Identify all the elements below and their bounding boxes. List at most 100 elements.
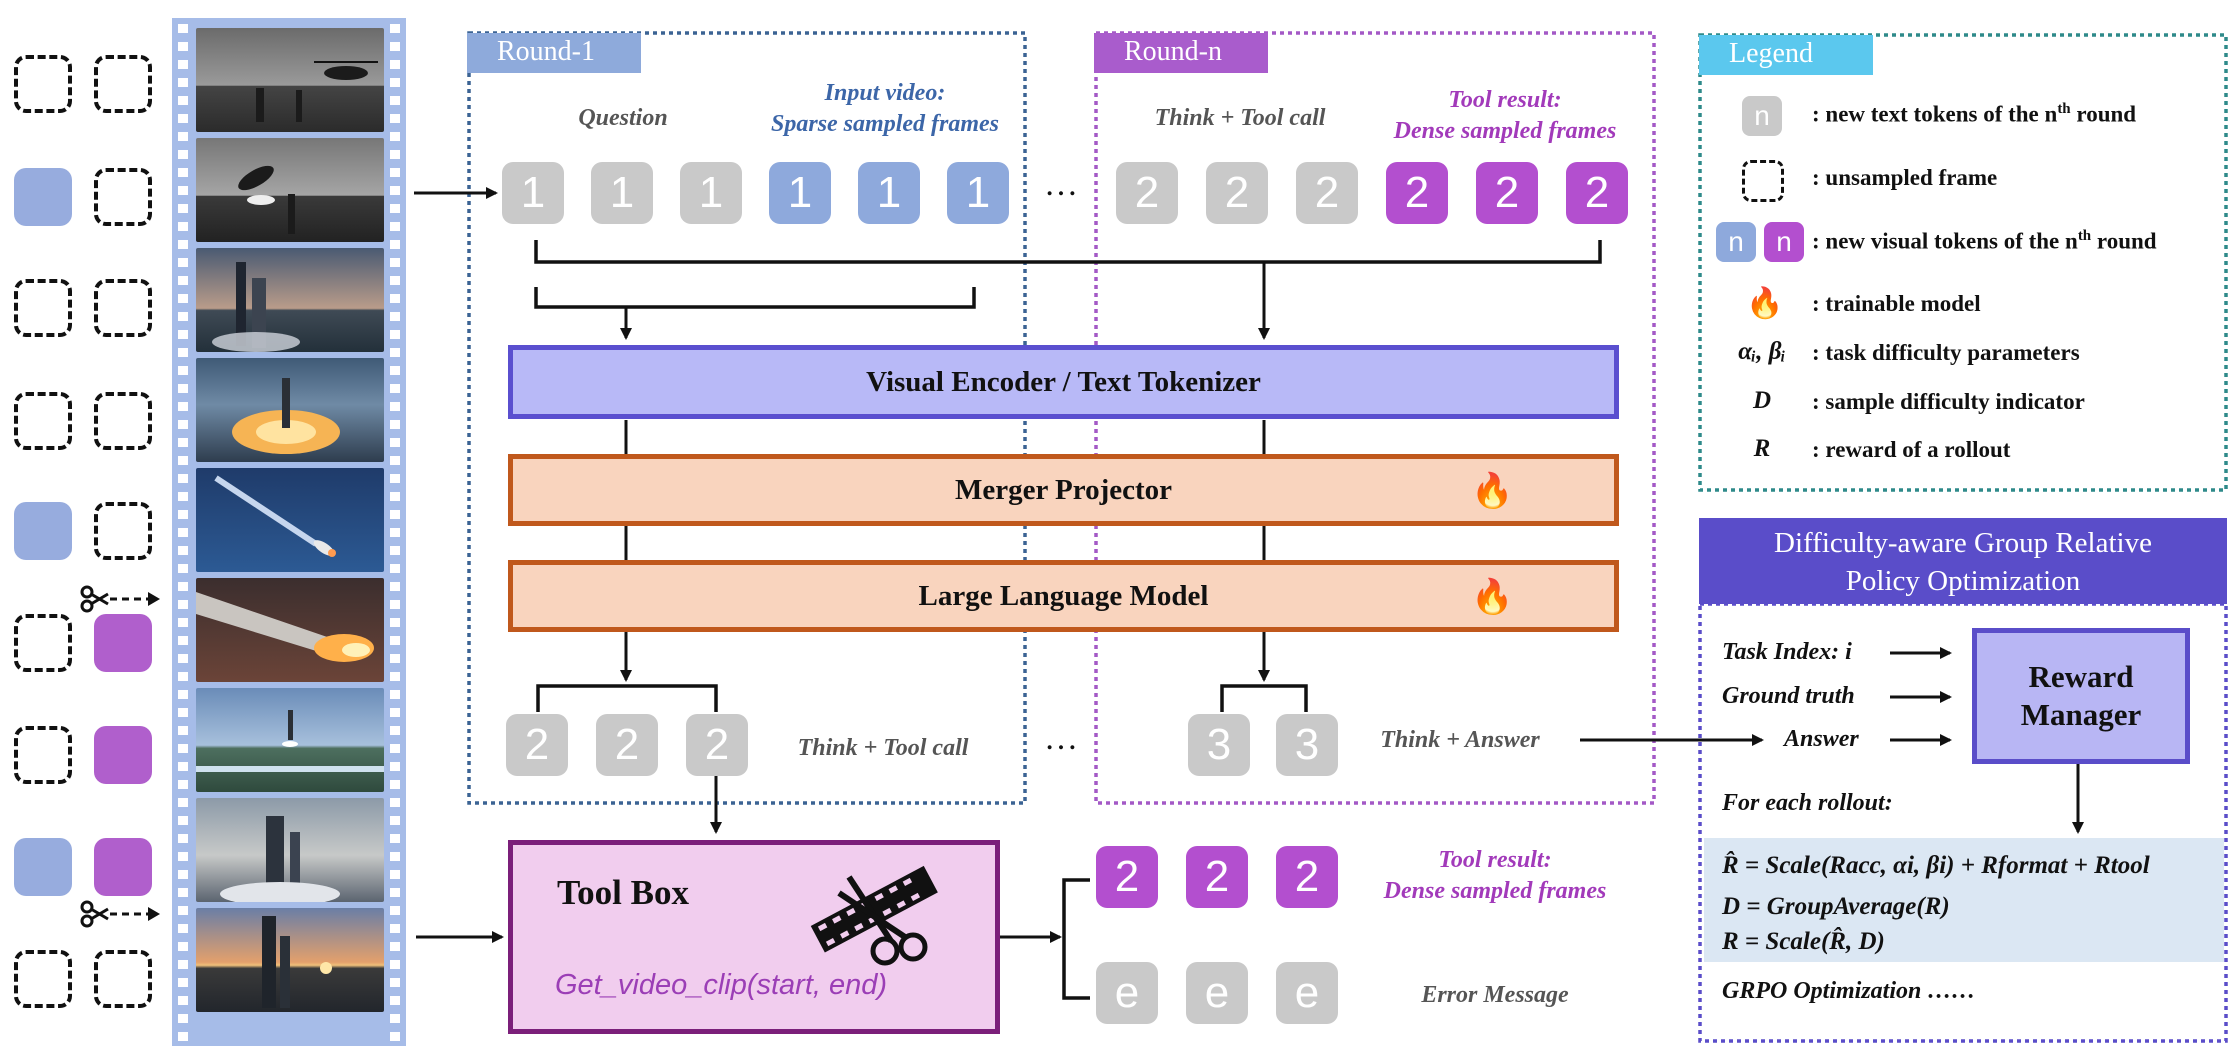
task-index-label: Task Index: i [1722,639,1852,665]
legend-row-text-tokens: : new text tokens of the nth round [1812,101,2136,128]
legend-text-token: n [1742,96,1782,136]
unsampled-frame-slot [14,55,72,113]
round-n-output-label: Think + Answer [1380,727,1540,753]
legend-row-tail: round [2091,228,2157,254]
legend-row-text: : new text tokens of the n [1812,101,2058,127]
text-token: 2 [1296,162,1358,224]
legend-row-trainable: : trainable model [1812,291,1981,316]
legend-row-unsampled: : unsampled frame [1812,165,1998,190]
legend-fire-icon: 🔥 [1746,287,1784,320]
tool-result-label-2-line2: Dense sampled frames [1383,878,1607,904]
text-token: 2 [686,714,748,776]
video-frame-3 [196,248,384,352]
round-n-tab: Round-n [1094,33,1268,73]
tool-result-label-2: Tool result: Dense sampled frames [1360,845,1630,907]
text-token: 3 [1188,714,1250,776]
text-token: 2 [506,714,568,776]
visual-token: 2 [1476,162,1538,224]
error-token: e [1276,962,1338,1024]
reward-manager-box: Reward Manager [1972,628,2190,764]
merger-projector-label: Merger Projector [954,473,1173,506]
llm-bar: Large Language Model 🔥 [508,560,1619,632]
unsampled-frame-slot [14,279,72,337]
ellipsis: … [1044,166,1078,203]
unsampled-frame-slot [94,55,152,113]
legend-row-tail: round [2070,101,2137,127]
unsampled-frame-slot [14,614,72,672]
visual-token: 1 [769,162,831,224]
sampled-frame-slot [14,838,72,896]
unsampled-frame-slot [94,502,152,560]
sampled-frame-slot [14,502,72,560]
unsampled-frame-slot [94,279,152,337]
question-label: Question [578,105,668,131]
grpo-optimization-label: GRPO Optimization …… [1722,978,1976,1004]
video-film-strip [172,18,406,1046]
merger-projector-bar: Merger Projector 🔥 [508,454,1619,526]
get-video-clip-function: Get_video_clip(start, end) [555,969,888,1001]
tool-result-label: Tool result: Dense sampled frames [1370,85,1640,147]
legend-params-symbol: αᵢ, βᵢ [1738,338,1786,365]
legend-visual-token-blue: n [1716,222,1756,262]
video-frame-8 [196,798,384,902]
reward-formula: R̂ = Scale(Racc, αi, βi) + Rformat + Rto… [1722,852,2150,879]
legend-row-text: : new visual tokens of the n [1812,228,2078,254]
visual-token: 2 [1386,162,1448,224]
input-video-label: Input video: Sparse sampled frames [740,78,1030,140]
video-frame-9 [196,908,384,1012]
legend-row-sup: th [2077,228,2092,244]
text-token: 2 [1116,162,1178,224]
text-token: 1 [680,162,742,224]
legend-row-difficulty: : sample difficulty indicator [1812,389,2085,414]
visual-token: 2 [1276,846,1338,908]
video-frame-7 [196,688,384,792]
sampled-frame-slot [94,726,152,784]
legend-r-symbol: R [1753,435,1771,462]
tool-box: Tool Box Get_video_clip(start, end) [508,840,1000,1034]
unsampled-frame-slot [14,392,72,450]
dagrpo-box [1698,602,2228,1043]
scissors-icon [80,584,162,619]
scissors-film-icon [809,863,949,978]
round-1-output-label: Think + Tool call [797,735,969,761]
difficulty-formula: D = GroupAverage(R) [1722,893,1950,920]
visual-token: 2 [1566,162,1628,224]
unsampled-frame-slot [94,950,152,1008]
tool-result-label-line1: Tool result: [1448,87,1562,113]
text-token: 2 [1206,162,1268,224]
visual-token: 1 [947,162,1009,224]
unsampled-frame-slot [94,392,152,450]
ground-truth-label: Ground truth [1722,683,1855,709]
unsampled-frame-slot [14,726,72,784]
dagrpo-title-line1: Difficulty-aware Group Relative [1774,527,2152,559]
input-video-label-line1: Input video: [824,80,946,106]
for-each-rollout-label: For each rollout: [1722,790,1893,816]
video-frame-5 [196,468,384,572]
input-video-label-line2: Sparse sampled frames [771,111,999,137]
ellipsis: … [1044,720,1078,757]
formula-panel [1704,838,2224,962]
rescaled-reward-formula: R = Scale(R̂, D) [1722,928,1885,955]
legend-row-reward: : reward of a rollout [1812,437,2011,462]
legend-d-symbol: D [1752,387,1772,414]
legend-box [1698,33,2228,492]
visual-token: 2 [1186,846,1248,908]
legend-row-task-params: : task difficulty parameters [1812,340,2080,365]
sampled-frame-slot [94,614,152,672]
video-frame-6 [196,578,384,682]
visual-token: 1 [858,162,920,224]
sampled-frame-slot [94,838,152,896]
visual-encoder-bar: Visual Encoder / Text Tokenizer [508,345,1619,419]
legend-visual-token-purple: n [1764,222,1804,262]
text-token: 1 [502,162,564,224]
legend-row-visual-tokens: : new visual tokens of the nth round [1812,228,2157,255]
legend-row-sup: th [2057,101,2071,117]
sampled-frame-slot [14,168,72,226]
reward-manager-line2: Manager [2020,697,2142,732]
dagrpo-header: Difficulty-aware Group Relative Policy O… [1699,518,2227,604]
error-message-label: Error Message [1421,982,1569,1008]
dagrpo-title-line2: Policy Optimization [1845,565,2081,597]
round-1-container [467,31,1027,805]
text-token: 1 [591,162,653,224]
